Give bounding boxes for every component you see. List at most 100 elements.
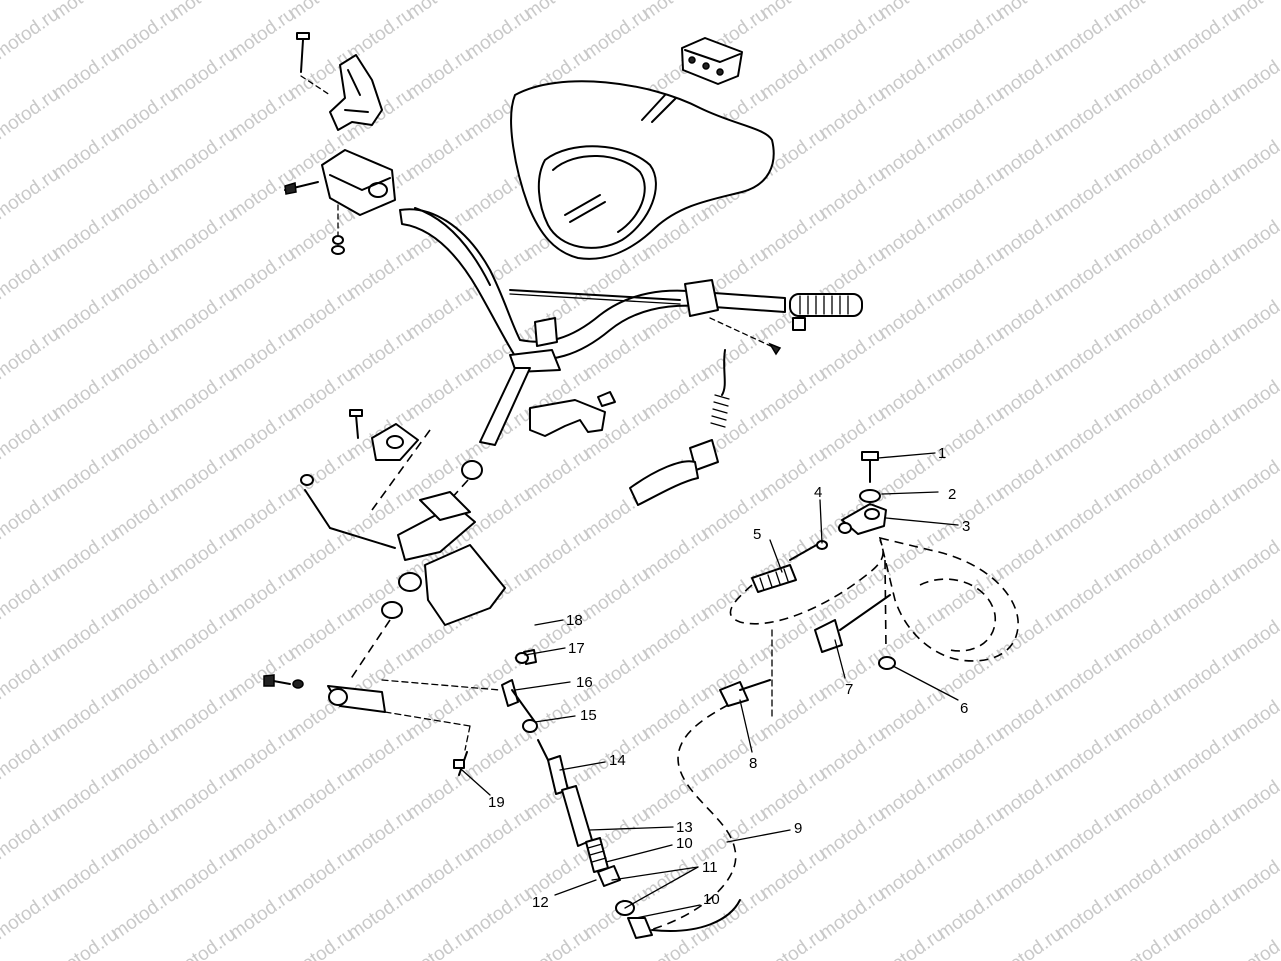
watermark-text: motod.ru xyxy=(934,484,1007,544)
watermark-text: motod.ru xyxy=(49,44,122,104)
watermark-text: motod.ru xyxy=(934,324,1007,384)
watermark-text: motod.ru xyxy=(875,284,948,344)
watermark-text: motod.ru xyxy=(934,244,1007,304)
watermark-text: motod.ru xyxy=(639,524,712,584)
watermark-text: motod.ru xyxy=(344,804,417,864)
callout-7: 7 xyxy=(845,681,853,698)
callout-10a: 10 xyxy=(676,835,693,852)
watermark-text: motod.ru xyxy=(1170,484,1243,544)
watermark-text: motod.ru xyxy=(757,764,830,824)
callout-3: 3 xyxy=(962,518,970,535)
watermark-text: motod.ru xyxy=(521,924,594,961)
watermark-text: motod.ru xyxy=(403,124,476,184)
watermark-text: motod.ru xyxy=(875,44,948,104)
callout-1: 1 xyxy=(938,445,946,462)
watermark-text: motod.ru xyxy=(285,604,358,664)
callout-13: 13 xyxy=(676,819,693,836)
watermark-text: motod.ru xyxy=(285,204,358,264)
watermark-text: motod.ru xyxy=(1111,44,1184,104)
watermark-text: motod.ru xyxy=(108,4,181,64)
watermark-text: motod.ru xyxy=(0,564,63,624)
watermark-text: motod.ru xyxy=(108,244,181,304)
watermark-text: motod.ru xyxy=(1170,804,1243,864)
watermark-text: motod.ru xyxy=(816,804,889,864)
watermark-text: motod.ru xyxy=(639,604,712,664)
watermark-text: motod.ru xyxy=(167,604,240,664)
watermark-text: motod.ru xyxy=(167,204,240,264)
watermark-text: motod.ru xyxy=(757,924,830,961)
watermark-text: motod.ru xyxy=(167,684,240,744)
watermark-text: motod.ru xyxy=(0,484,63,544)
watermark-text: motod.ru xyxy=(226,4,299,64)
steering-arm xyxy=(263,674,501,776)
watermark-text: motod.ru xyxy=(108,164,181,224)
throttle-bracket xyxy=(329,54,383,131)
handlebar-pad xyxy=(510,80,775,260)
watermark-text: motod.ru xyxy=(993,44,1066,104)
watermark-text: motod.ru xyxy=(0,644,63,704)
watermark-text: motod.ru xyxy=(108,644,181,704)
watermark-text: motod.ru xyxy=(1111,204,1184,264)
watermark-text: motod.ru xyxy=(875,684,948,744)
callout-8: 8 xyxy=(749,755,757,772)
watermark-text: motod.ru xyxy=(49,684,122,744)
watermark-text: motod.ru xyxy=(49,844,122,904)
watermark-text: motod.ru xyxy=(1052,244,1125,304)
watermark-text: motod.ru xyxy=(49,604,122,664)
watermark-text: motod.ru xyxy=(698,804,771,864)
callout-labels: 1 2 3 4 5 6 7 8 9 10 10 11 12 13 14 15 1… xyxy=(488,445,970,911)
watermark-text: motod.ru xyxy=(462,4,535,64)
watermark-text: motod.ru xyxy=(462,724,535,784)
watermark-text: motod.ru xyxy=(285,924,358,961)
watermark-text: motod.ru xyxy=(226,644,299,704)
watermark-text: motod.ru xyxy=(0,324,63,384)
watermark-text: motod.ru xyxy=(403,924,476,961)
watermark-text: motod.ru xyxy=(108,724,181,784)
watermark-text: motod.ru xyxy=(934,804,1007,864)
watermark-text: motod.ru xyxy=(1052,804,1125,864)
watermark-text: motod.ru xyxy=(49,364,122,424)
watermark-text: motod.ru xyxy=(1111,844,1184,904)
watermark-text: motod.ru xyxy=(226,84,299,144)
watermark-text: motod.ru xyxy=(1170,644,1243,704)
right-grip xyxy=(684,279,863,356)
watermark-text: motod.ru xyxy=(0,84,63,144)
watermark-text: motod.ru xyxy=(1111,364,1184,424)
watermark-text: motod.ru xyxy=(934,564,1007,624)
watermark-text: motod.ru xyxy=(167,364,240,424)
watermark-text: motod.ru xyxy=(49,764,122,824)
carburetor xyxy=(878,536,1019,670)
watermark-text: motod.ru xyxy=(816,84,889,144)
watermark-text: motod.ru xyxy=(285,444,358,504)
watermark-text: motod.ru xyxy=(344,244,417,304)
watermark-text: motod.ru xyxy=(993,124,1066,184)
watermark-text: motod.ru xyxy=(0,244,63,304)
watermark-text: motod.ru xyxy=(462,884,535,944)
watermark-text: motod.ru xyxy=(0,404,63,464)
watermark-text: motod.ru xyxy=(1052,724,1125,784)
watermark-text: motod.ru xyxy=(108,484,181,544)
watermark-text: motod.ru xyxy=(403,684,476,744)
lower-bracket xyxy=(529,391,616,437)
watermark-text: motod.ru xyxy=(816,884,889,944)
handlebar xyxy=(399,207,786,361)
watermark-text: motod.ru xyxy=(285,364,358,424)
watermark-text: motod.ru xyxy=(698,564,771,624)
watermark-text: motod.ru xyxy=(108,564,181,624)
watermark-text: motod.ru xyxy=(1170,564,1243,624)
watermark-text: motod.ru xyxy=(875,844,948,904)
watermark-text: motod.ru xyxy=(403,364,476,424)
watermark-text: motod.ru xyxy=(993,604,1066,664)
watermark-text: motod.ru xyxy=(344,324,417,384)
callout-19: 19 xyxy=(488,794,505,811)
steering-support xyxy=(300,409,506,681)
watermark-text: motod.ru xyxy=(344,884,417,944)
watermark-text: motod.ru xyxy=(1111,924,1184,961)
watermark-text: motod.ru xyxy=(108,804,181,864)
callout-6: 6 xyxy=(960,700,968,717)
watermark-text: motod.ru xyxy=(1052,404,1125,464)
watermark-text: motod.ru xyxy=(226,404,299,464)
watermark-text: motod.ru xyxy=(698,724,771,784)
callout-14: 14 xyxy=(609,752,626,769)
watermark-text: motod.ru xyxy=(993,924,1066,961)
